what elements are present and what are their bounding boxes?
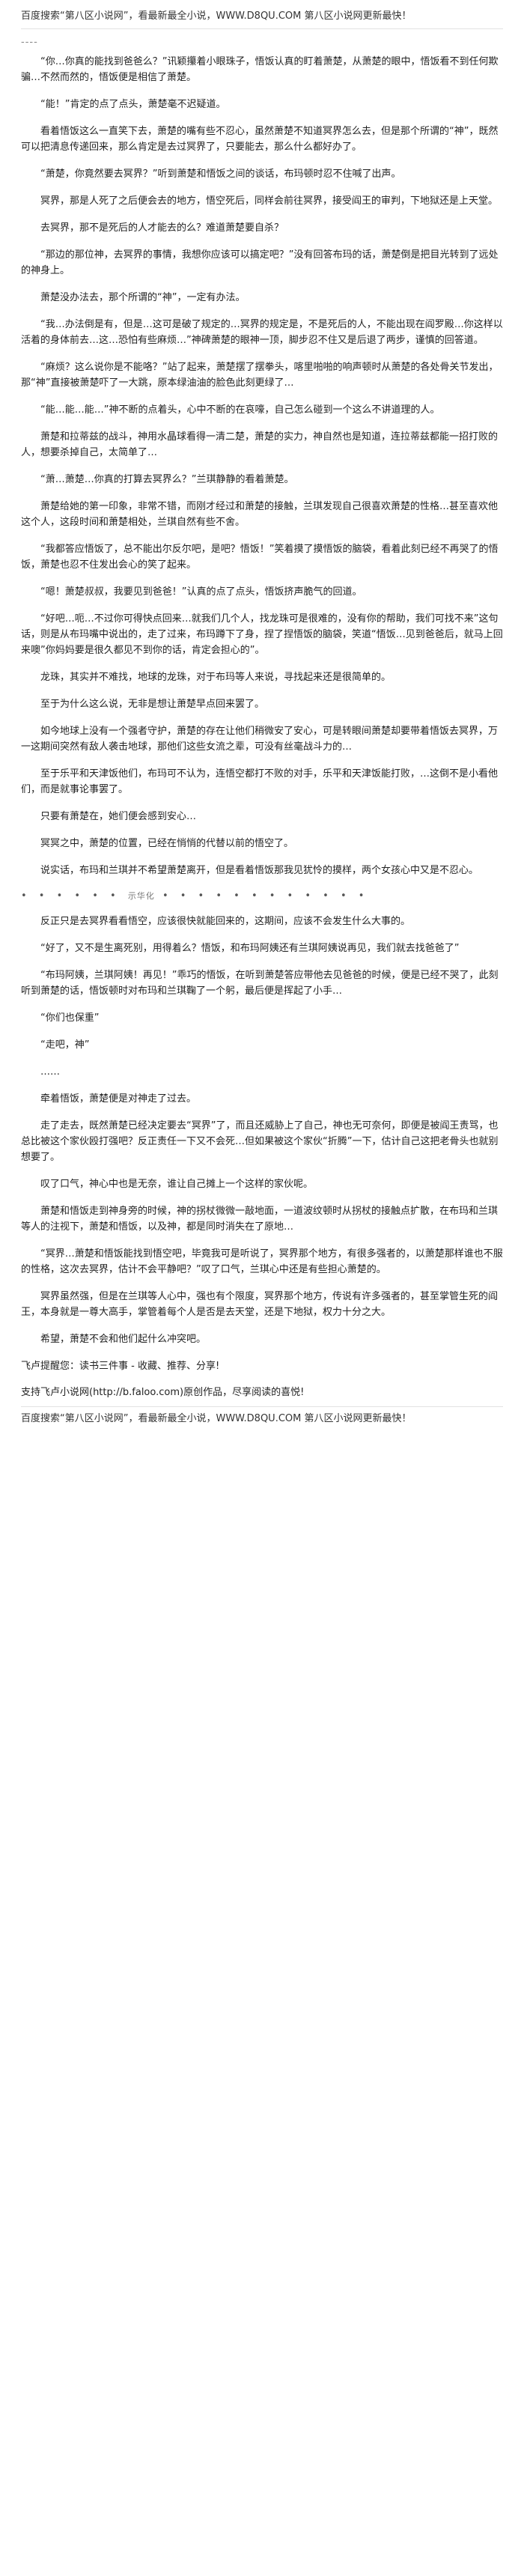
paragraph: “萧楚，你竟然要去冥界？”听到萧楚和悟饭之间的谈话，布玛顿时忍不住喊了出声。 <box>40 168 401 180</box>
paragraph: 叹了口气，神心中也是无奈，谁让自己摊上一个这样的家伙呢。 <box>40 1179 314 1190</box>
paragraph: 冥界虽然强，但是在兰琪等人心中，强也有个限度，冥界那个地方，传说有许多强者的，甚… <box>21 1291 499 1318</box>
paragraph: “好吧…呃…不过你可得快点回来…就我们几个人，找龙珠可是很难的，没有你的帮助，我… <box>21 613 503 656</box>
paragraph: “麻烦？这么说你是不能咯？”站了起来，萧楚摆了摆拳头，喀里啪啪的响声顿时从萧楚的… <box>21 362 499 389</box>
section-divider: • • • • • • 示华化 • • • • • • • • • • • • <box>21 890 503 902</box>
paragraph: 萧楚和拉蒂兹的战斗，神用水晶球看得一清二楚，萧楚的实力，神自然也是知道，连拉蒂兹… <box>21 431 499 458</box>
paragraph: “走吧，神” <box>40 1039 90 1051</box>
paragraph: 萧楚和悟饭走到神身旁的时候，神的拐杖微微一敲地面，一道波纹顿时从拐杖的接触点扩散… <box>21 1206 499 1233</box>
paragraph: 只要有萧楚在，她们便会感到安心… <box>40 811 197 822</box>
paragraph: 萧楚给她的第一印象，非常不错，而刚才经过和萧楚的接触，兰琪发现自己很喜欢萧楚的性… <box>21 501 499 528</box>
paragraph: “布玛阿姨，兰琪阿姨！再见！”乖巧的悟饭，在听到萧楚答应带他去见爸爸的时候，便是… <box>21 970 499 997</box>
paragraph: “能！”肯定的点了点头，萧楚毫不迟疑道。 <box>40 99 226 110</box>
paragraph: 说实话，布玛和兰琪并不希望萧楚离开，但是看着悟饭那我见犹怜的摸样，两个女孩心中又… <box>40 865 479 876</box>
paragraph: “我…办法倒是有，但是…这可是破了规定的…冥界的规定是，不是死后的人，不能出现在… <box>21 319 503 346</box>
chapter-page: 百度搜索“第八区小说网”，看最新最全小说，WWW.D8QU.COM 第八区小说网… <box>21 9 503 1431</box>
paragraph: “嗯！萧楚叔叔，我要见到爸爸！”认真的点了点头，悟饭挤声脆气的回道。 <box>40 586 362 598</box>
paragraph: 龙珠，其实并不难找，地球的龙珠，对于布玛等人来说，寻找起来还是很简单的。 <box>40 672 392 683</box>
paragraph: 如今地球上没有一个强者守护，萧楚的存在让他们稍微安了安心，可是转眼间萧楚却要带着… <box>21 726 499 753</box>
divider-mark: 示华化 <box>127 891 155 901</box>
paragraph: “好了，又不是生离死别，用得着么？悟饭，和布玛阿姨还有兰琪阿姨说再见，我们就去找… <box>40 943 460 954</box>
paragraph: “你们也保重” <box>40 1012 100 1024</box>
reading-reminder: 飞卢提醒您：读书三件事 - 收藏、推荐、分享! <box>21 1361 220 1372</box>
paragraph: “萧…萧楚…你真的打算去冥界么？”兰琪静静的看着萧楚。 <box>40 474 294 485</box>
leading-dash: ---- <box>21 37 38 48</box>
footer-banner: 百度搜索“第八区小说网”，看最新最全小说，WWW.D8QU.COM 第八区小说网… <box>21 1406 503 1431</box>
paragraph: “冥界…萧楚和悟饭能找到悟空吧，毕竟我可是听说了，冥界那个地方，有很多强者的，以… <box>21 1248 503 1275</box>
paragraph: “那边的那位神，去冥界的事情，我想你应该可以搞定吧？”没有回答布玛的话，萧楚倒是… <box>21 249 499 276</box>
chapter-body: “你…你真的能找到爸爸么？”讯颖攥着小眼珠子，悟饭认真的盯着萧楚，从萧楚的眼中，… <box>21 54 503 1347</box>
support-notice: 支持飞卢小说网(http://b.faloo.com)原创作品，尽享阅读的喜悦! <box>21 1387 305 1398</box>
divider-dots-right: • • • • • • • • • • • • <box>162 890 369 902</box>
paragraph: 走了走去，既然萧楚已经决定要去“冥界”了，而且还威胁上了自己，神也无可奈何，即便… <box>21 1120 499 1163</box>
paragraph: 至于为什么这么说，无非是想让萧楚早点回来罢了。 <box>40 699 265 710</box>
paragraph: 冥冥之中，萧楚的位置，已经在悄悄的代替以前的悟空了。 <box>40 838 294 849</box>
paragraph: 至于乐平和天津饭他们，布玛可不认为，连悟空都打不败的对手，乐平和天津饭能打败，…… <box>21 768 499 795</box>
divider-dots-left: • • • • • • <box>21 890 121 902</box>
paragraph: 牵着悟饭，萧楚便是对神走了过去。 <box>40 1093 197 1105</box>
header-banner: 百度搜索“第八区小说网”，看最新最全小说，WWW.D8QU.COM 第八区小说网… <box>21 9 503 29</box>
paragraph: 看着悟饭这么一直笑下去，萧楚的嘴有些不忍心，虽然萧楚不知道冥界怎么去，但是那个所… <box>21 126 499 153</box>
paragraph: 希望，萧楚不会和他们起什么冲突吧。 <box>40 1334 207 1345</box>
paragraph: …… <box>40 1066 60 1078</box>
paragraph: “我都答应悟饭了，总不能出尔反尔吧，是吧？悟饭！”笑着摸了摸悟饭的脑袋，看着此刻… <box>21 544 499 571</box>
paragraph: 萧楚没办法去，那个所谓的“神”，一定有办法。 <box>40 292 246 303</box>
paragraph: “能…能…能…”神不断的点着头，心中不断的在哀嚎，自己怎么碰到一个这么不讲道理的… <box>40 404 440 416</box>
paragraph: 反正只是去冥界看看悟空，应该很快就能回来的，这期间，应该不会发生什么大事的。 <box>40 916 411 927</box>
paragraph: 冥界，那是人死了之后便会去的地方，悟空死后，同样会前往冥界，接受阎王的审判，下地… <box>40 195 499 207</box>
paragraph: “你…你真的能找到爸爸么？”讯颖攥着小眼珠子，悟饭认真的盯着萧楚，从萧楚的眼中，… <box>21 56 499 83</box>
paragraph: 去冥界，那不是死后的人才能去的么？难道萧楚要自杀？ <box>40 222 284 234</box>
